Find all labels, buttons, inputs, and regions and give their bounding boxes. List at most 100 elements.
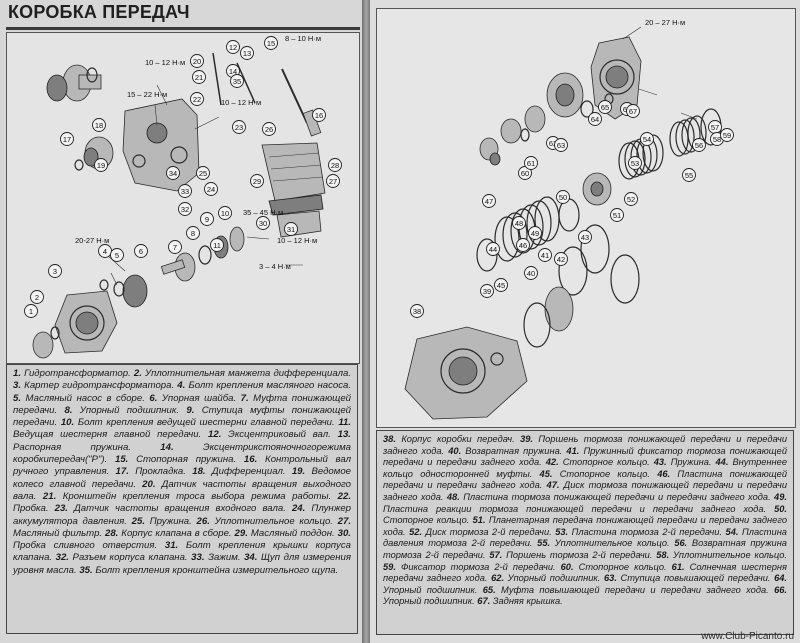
legend-number: 3. xyxy=(13,380,22,392)
callout-circle xyxy=(524,156,538,170)
legend-text: Пробка сливного отверстия. xyxy=(13,540,165,552)
callout-number: 61 xyxy=(527,159,535,168)
callout-circle xyxy=(554,252,568,266)
callout-49: 49 xyxy=(528,226,542,240)
callout-circle xyxy=(166,166,180,180)
callout-number: 12 xyxy=(229,43,237,52)
legend-number: 39. xyxy=(520,434,533,444)
legend-text: Кронштейн крепления троса выбора режима … xyxy=(56,490,338,502)
legend-text: Уплотнительное кольцо. xyxy=(550,538,675,549)
callout-51: 51 xyxy=(610,208,624,222)
callout-number: 53 xyxy=(631,159,639,168)
callout-number: 64 xyxy=(591,115,599,124)
callout-circle xyxy=(250,174,264,188)
callout-circle xyxy=(186,226,200,240)
legend-text: Плунжер аккумулятора давления. xyxy=(13,503,351,527)
callout-40: 40 xyxy=(524,266,538,280)
callout-12: 12 xyxy=(226,40,240,54)
legend-number: 65. xyxy=(482,584,496,595)
legend-text: Муфта повышающей передачи и передачи зад… xyxy=(495,584,775,595)
callout-34: 34 xyxy=(166,166,180,180)
callout-circle xyxy=(554,138,568,152)
callout-circle xyxy=(30,290,44,304)
callout-number: 25 xyxy=(199,169,207,178)
parts-legend-right: 38. Корпус коробки передач. 39. Поршень … xyxy=(376,430,794,635)
callout-50: 50 xyxy=(556,190,570,204)
legend-number: 53. xyxy=(555,526,569,537)
callout-circle xyxy=(240,46,254,60)
legend-text: Пружинный фиксатор тормоза понижающей пе… xyxy=(383,445,787,468)
callout-number: 32 xyxy=(181,205,189,214)
callout-59: 59 xyxy=(720,128,734,142)
callout-41: 41 xyxy=(538,248,552,262)
callout-44: 44 xyxy=(486,242,500,256)
callout-circle xyxy=(312,108,326,122)
callout-number: 51 xyxy=(613,211,621,220)
torque-label: 10 – 12 Н·м xyxy=(277,236,317,245)
legend-number: 24. xyxy=(291,503,306,515)
callout-number: 23 xyxy=(235,123,243,132)
callout-number: 3 xyxy=(53,267,57,276)
callout-number: 59 xyxy=(723,131,731,140)
legend-text: Пластина тормоза понижающей передачи и п… xyxy=(459,491,775,502)
legend-number: 1. xyxy=(13,368,22,379)
legend-text: Возвратная пружина. xyxy=(461,445,567,456)
callout-10: 10 xyxy=(218,206,232,220)
legend-text: Болт крепления крышки корпуса клапана. xyxy=(13,540,351,564)
callout-number: 34 xyxy=(169,169,177,178)
legend-number: 8. xyxy=(64,404,73,416)
legend-text: Щуп для измерения уровня масла. xyxy=(13,552,351,576)
legend-number: 63. xyxy=(604,573,617,584)
callout-32: 32 xyxy=(178,202,192,216)
callout-circle xyxy=(494,278,508,292)
callout-number: 18 xyxy=(95,121,103,130)
legend-number: 47. xyxy=(546,480,560,491)
legend-number: 29. xyxy=(234,527,248,539)
callout-number: 14 xyxy=(229,67,237,76)
converter-housing xyxy=(54,290,118,354)
callout-53: 53 xyxy=(628,156,642,170)
callout-number: 55 xyxy=(685,171,693,180)
callout-3: 3 xyxy=(48,264,62,278)
callout-21: 21 xyxy=(192,70,206,84)
drive-gear-assembly xyxy=(46,64,102,102)
legend-number: 46. xyxy=(657,468,671,479)
legend-text: Уплотнительная манжета дифференциала. xyxy=(141,368,351,379)
legend-text: Внутреннее кольцо односторонней муфты. xyxy=(383,457,787,479)
exploded-view-drawing-right: 20 – 27 Н·м 3839404142434445464748495051… xyxy=(404,18,734,420)
legend-text: Датчик частоты вращения входного вала. xyxy=(67,503,292,515)
legend-text: Солнечная шестерня передачи заднего хода… xyxy=(383,561,787,584)
legend-text: Пластина реакции тормоза понижающей пере… xyxy=(383,503,775,514)
legend-text: Ведущая шестерня главной передачи. xyxy=(13,429,209,441)
callout-60: 60 xyxy=(518,166,532,180)
callout-24: 24 xyxy=(204,182,218,196)
snap-rings-and-springs xyxy=(523,224,640,348)
callout-54: 54 xyxy=(640,132,654,146)
callout-number: 6 xyxy=(139,247,143,256)
legend-text: Уплотнительное кольцо. xyxy=(209,515,338,527)
legend-number: 35. xyxy=(79,564,93,576)
manual-control-shaft xyxy=(212,52,322,137)
callout-number: 44 xyxy=(489,245,497,254)
callout-number: 16 xyxy=(315,111,323,120)
legend-number: 20. xyxy=(142,478,156,490)
legend-text: Корпус клапана в сборе. xyxy=(118,527,235,539)
valve-body-assembly xyxy=(261,142,326,238)
legend-text: Эксцентрикстояночногорежима коробкиперед… xyxy=(13,441,351,466)
left-page: КОРОБКА ПЕРЕДАЧ xyxy=(0,0,362,643)
legend-number: 48. xyxy=(446,491,460,502)
callout-61: 61 xyxy=(524,156,538,170)
callout-circle xyxy=(326,174,340,188)
torque-converter xyxy=(32,326,60,359)
callout-circle xyxy=(256,216,270,230)
legend-number: 31. xyxy=(164,540,179,552)
callout-4: 4 xyxy=(98,244,112,258)
callout-46: 46 xyxy=(516,238,530,252)
legend-text: Упорный подшипник. xyxy=(383,584,483,595)
torque-label: 10 – 12 Н·м xyxy=(221,98,261,107)
legend-number: 32. xyxy=(55,552,69,564)
legend-text: Пластина тормоза 2-й передачи. xyxy=(568,526,726,537)
legend-number: 55. xyxy=(537,538,551,549)
callout-circle xyxy=(178,184,192,198)
